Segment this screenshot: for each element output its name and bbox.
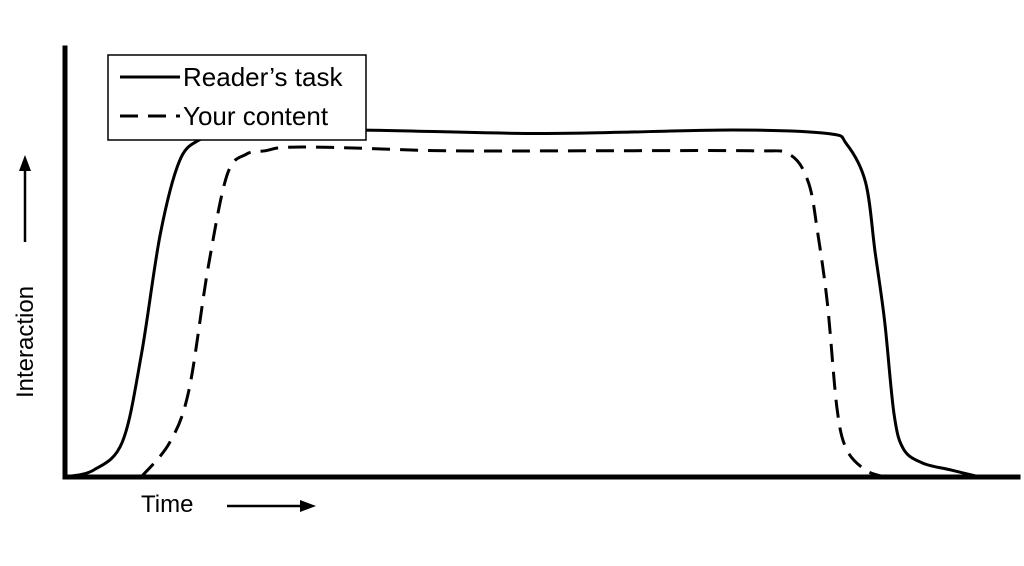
legend-box xyxy=(107,54,367,141)
y-axis-arrow-icon xyxy=(19,155,31,242)
series-line-readers-task xyxy=(64,128,981,479)
legend-label-readers-task: Reader’s task xyxy=(183,62,343,92)
x-axis-label: Time xyxy=(141,491,193,518)
legend: Reader’s task Your content xyxy=(107,54,367,141)
y-axis-label: Interaction xyxy=(12,286,39,398)
x-axis-arrow-icon xyxy=(227,500,316,512)
series-line-your-content xyxy=(140,145,886,479)
series-layer xyxy=(64,128,981,479)
legend-label-your-content: Your content xyxy=(183,101,329,131)
